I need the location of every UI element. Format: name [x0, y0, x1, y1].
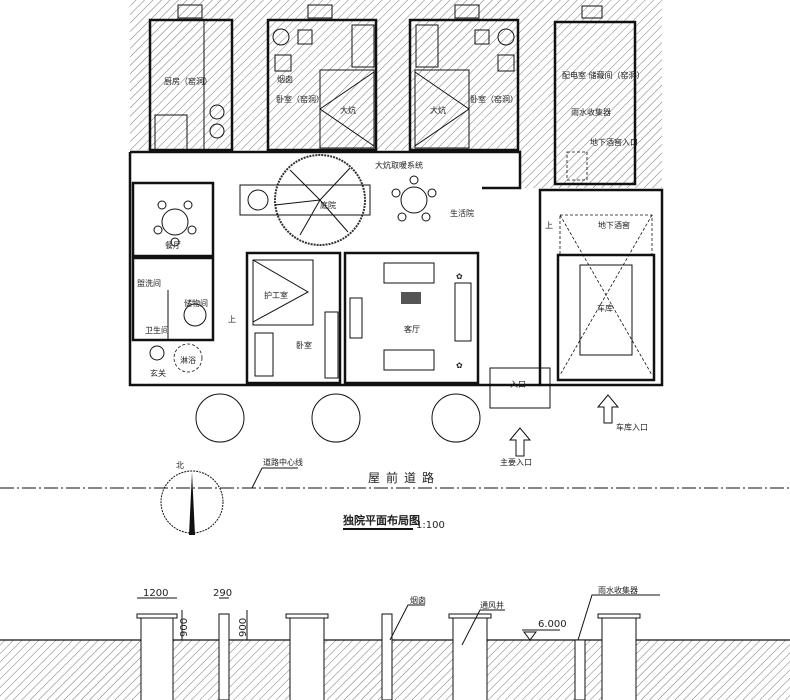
labels: 厨房（窑洞） 卧室（窑洞） 烟囱 大炕 大炕 卧室（窑洞） 大炕取暖系统 配电室…: [137, 70, 648, 637]
bedroom-cave-right: [408, 4, 520, 152]
label-garden: 生活院: [450, 208, 474, 218]
elevation-label: 6.000: [538, 619, 567, 630]
section-chimneys: [136, 594, 660, 700]
label-main-entrance: 主要入口: [500, 457, 532, 467]
label-cellar-entry: 地下酒窖入口: [590, 137, 638, 147]
label-wash: 盥洗间: [137, 278, 161, 288]
dim-chimney: 290: [213, 588, 232, 599]
svg-text:✿: ✿: [456, 272, 463, 281]
garage: [538, 188, 664, 387]
courtyard-walls: [128, 150, 540, 387]
entrance-porch: [489, 367, 551, 409]
plan-title: 独院平面布局图: [342, 513, 420, 527]
dim-width: 1200: [143, 588, 168, 599]
label-dining: 餐厅: [165, 241, 181, 250]
north-arrow-icon: [160, 470, 224, 535]
label-bedroom-left: 卧室（窑洞）: [276, 94, 324, 104]
label-kang-left: 大炕: [340, 105, 356, 115]
label-garage: 车库: [597, 303, 613, 313]
label-entrance: 入口: [510, 380, 526, 389]
dim-height-2: 900: [238, 618, 249, 637]
label-chimney: 烟囱: [277, 74, 293, 84]
label-entry-left: 玄关: [150, 368, 166, 378]
round-table: [391, 175, 437, 222]
courtyard-tree: [239, 154, 371, 246]
svg-text:✿: ✿: [456, 361, 463, 370]
label-north: 北: [176, 461, 184, 470]
label-kitchen: 厨房（窑洞）: [164, 76, 212, 86]
label-storage: 配电室 储藏间（窑洞）: [562, 70, 645, 80]
section-ground: [0, 639, 790, 700]
label-road: 屋前道路: [368, 470, 440, 485]
street-trees: [195, 393, 481, 443]
label-bedroom-right: 卧室（窑洞）: [470, 94, 518, 104]
bedroom-block: [245, 251, 342, 385]
label-road-centerline: 道路中心线: [263, 457, 303, 467]
dining-table: [153, 200, 197, 247]
kitchen-cave: [148, 4, 234, 152]
label-vent: 通风井: [480, 600, 504, 610]
label-cellar: 地下酒窖: [598, 220, 630, 230]
dim-height-1: 900: [179, 618, 190, 637]
label-kang-right: 大炕: [430, 105, 446, 115]
label-living: 客厅: [404, 324, 420, 334]
earth-hatch-top: [130, 0, 662, 188]
label-kang-system: 大炕取暖系统: [375, 160, 423, 170]
label-garage-entrance: 车库入口: [616, 422, 648, 432]
plan-scale: 1:100: [416, 520, 445, 531]
living-block: ✿ ✿: [343, 251, 480, 385]
label-up-left: 上: [228, 315, 236, 324]
bedroom-cave-left: [266, 4, 378, 152]
label-shower: 淋浴: [180, 355, 196, 365]
storage-cave: [553, 5, 637, 186]
entry-arrows: [508, 394, 620, 457]
label-utility: 储物间: [184, 298, 208, 308]
label-up-right: 上: [545, 221, 553, 230]
label-collector: 雨水收集器: [571, 107, 611, 117]
label-section-collector: 雨水收集器: [598, 585, 638, 595]
label-courtyard: 庭院: [320, 200, 336, 210]
label-toilet: 卫生间: [145, 325, 169, 335]
label-section-chimney: 烟囱: [410, 595, 426, 605]
label-bedroom: 卧室: [296, 340, 312, 350]
label-nurse: 护工室: [264, 290, 288, 300]
